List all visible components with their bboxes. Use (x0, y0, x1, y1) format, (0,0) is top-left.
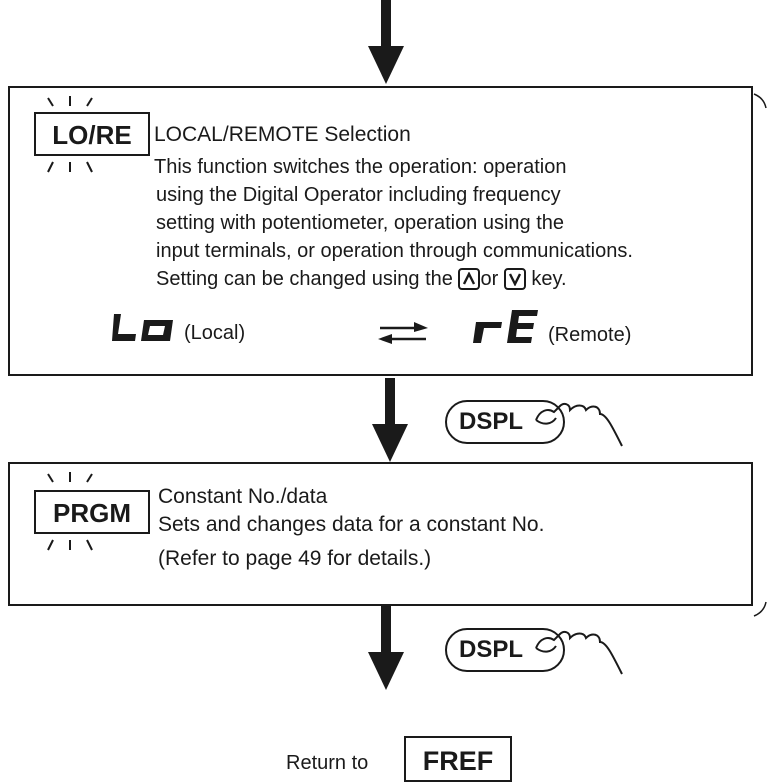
block2-line: Sets and changes data for a constant No. (158, 513, 545, 536)
fref-lamp: FREF (404, 736, 512, 782)
brace-mark-top (753, 93, 767, 109)
lamp-rays-bottom (47, 161, 93, 173)
return-to-text: Return to (286, 752, 369, 774)
block1-line-3: setting with potentiometer, operation us… (156, 212, 565, 234)
block2-title: Constant No./data (158, 485, 328, 508)
flow-arrow-2 (372, 378, 408, 462)
exchange-arrows-icon (378, 322, 428, 344)
up-arrow-key-icon (458, 268, 481, 290)
setting-pre-text: Setting can be changed using the (156, 268, 453, 290)
remote-seven-seg-display (473, 310, 538, 343)
pointing-hand-icon (535, 630, 623, 675)
down-arrow-key-icon (503, 268, 526, 290)
lo-re-lamp: LO/RE (34, 112, 150, 156)
local-seven-seg-display (112, 314, 173, 341)
block1-title: LOCAL/REMOTE Selection (154, 123, 411, 146)
setting-or-text: or (480, 268, 499, 290)
dspl-key-1[interactable]: DSPL (445, 400, 565, 444)
block2-ref: (Refer to page 49 for details.) (158, 547, 432, 570)
local-label: (Local) (184, 322, 246, 344)
brace-mark-bottom (753, 601, 767, 617)
block1-setting-line: Setting can be changed using the or key. (156, 266, 567, 292)
block1-line-2: using the Digital Operator including fre… (156, 184, 561, 206)
program-box: PRGM Constant No./data Sets and changes … (8, 462, 753, 606)
lamp-rays-top (47, 96, 93, 107)
dspl-key-2[interactable]: DSPL (445, 628, 565, 672)
lamp-rays-top (47, 472, 93, 483)
lamp-rays-bottom (47, 539, 93, 551)
block1-line-1: This function switches the operation: op… (154, 156, 567, 178)
flow-arrow-3 (368, 606, 404, 690)
setting-post-text: key. (531, 268, 567, 290)
local-remote-box: LO/RE LOCAL/REMOTE Selection This functi… (8, 86, 753, 376)
block1-line-4: input terminals, or operation through co… (156, 240, 633, 262)
flow-arrow-top (368, 0, 404, 84)
prgm-lamp: PRGM (34, 490, 150, 534)
pointing-hand-icon (535, 402, 623, 447)
remote-label: (Remote) (548, 324, 632, 346)
